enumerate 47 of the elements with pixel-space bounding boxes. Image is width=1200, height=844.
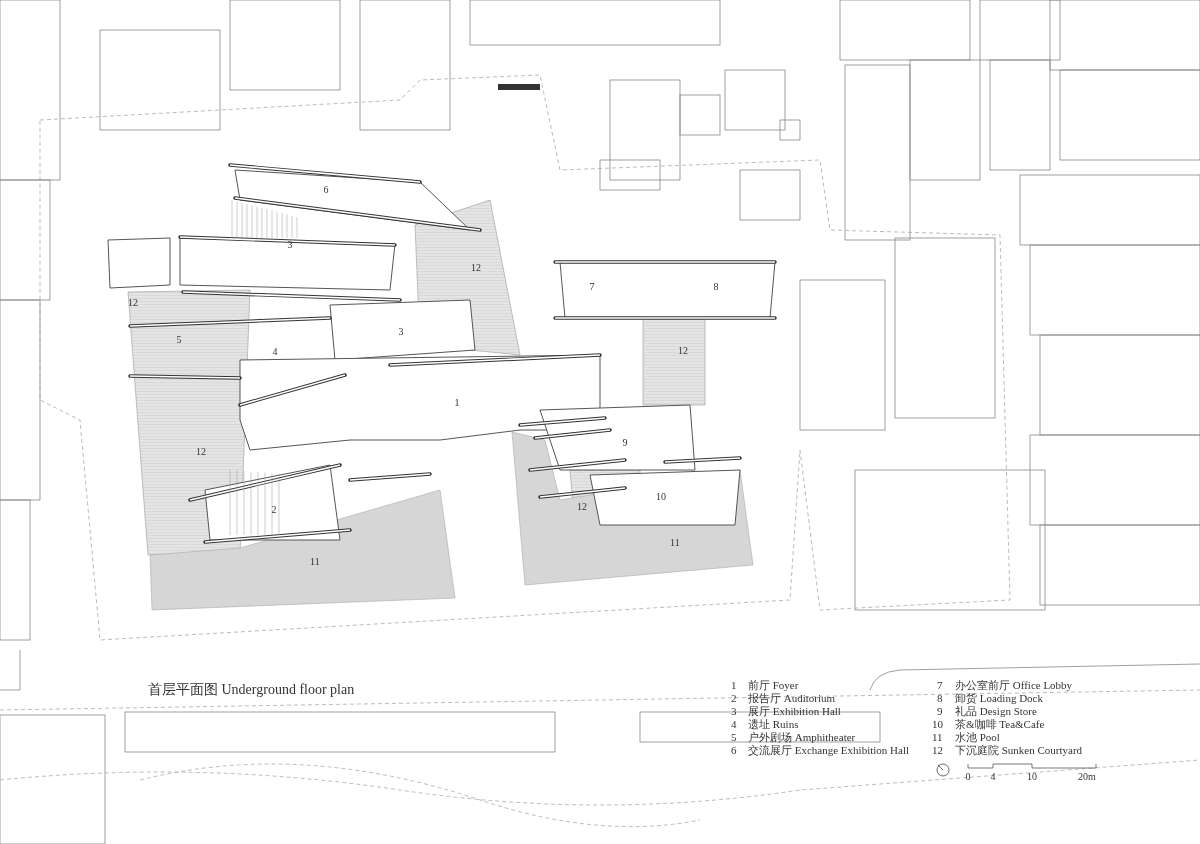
- room-number: 5: [176, 335, 182, 345]
- legend-number: 10: [932, 719, 943, 730]
- room-number: 3: [287, 240, 293, 250]
- scale-label: 20m: [1078, 772, 1096, 782]
- room-number: 8: [713, 282, 719, 292]
- legend-text: 户外剧场 Amphitheater: [748, 732, 856, 743]
- scale-label: 0: [965, 772, 971, 782]
- legend-number: 7: [937, 680, 943, 691]
- legend-number: 5: [731, 732, 737, 743]
- room-number: 10: [656, 492, 666, 502]
- legend-text: 茶&咖啡 Tea&Cafe: [955, 719, 1045, 730]
- legend-text: 报告厅 Auditorium: [748, 693, 836, 704]
- legend-number: 6: [731, 745, 737, 756]
- scale-label: 4: [990, 772, 996, 782]
- legend-text: 办公室前厅 Office Lobby: [955, 680, 1073, 691]
- scale-label: 10: [1027, 772, 1037, 782]
- legend-number: 11: [932, 732, 943, 743]
- legend-text: 礼品 Design Store: [955, 706, 1037, 717]
- legend-text: 遗址 Ruins: [748, 719, 799, 730]
- room-number: 1: [454, 398, 460, 408]
- plan-title: 首层平面图 Underground floor plan: [148, 683, 355, 697]
- legend-number: 4: [731, 719, 737, 730]
- room-number: 12: [128, 298, 138, 308]
- legend-text: 水池 Pool: [955, 732, 1000, 743]
- room-number: 3: [398, 327, 404, 337]
- room-number: 9: [622, 438, 628, 448]
- room-number: 6: [323, 185, 329, 195]
- room-number: 11: [310, 557, 320, 567]
- legend-number: 9: [937, 706, 943, 717]
- legend-text: 交流展厅 Exchange Exhibition Hall: [748, 745, 909, 756]
- legend-text: 前厅 Foyer: [748, 680, 799, 691]
- room-number: 12: [678, 346, 688, 356]
- room-number: 12: [577, 502, 587, 512]
- room-number: 7: [589, 282, 595, 292]
- room-number: 12: [196, 447, 206, 457]
- room-number: 4: [272, 347, 278, 357]
- legend-number: 8: [937, 693, 943, 704]
- legend-number: 1: [731, 680, 737, 691]
- legend-text: 卸货 Loading Dock: [955, 693, 1043, 704]
- legend-number: 3: [731, 706, 737, 717]
- room-number: 11: [670, 538, 680, 548]
- room-number: 2: [271, 505, 277, 515]
- legend-number: 12: [932, 745, 943, 756]
- room-number: 12: [471, 263, 481, 273]
- legend-number: 2: [731, 693, 737, 704]
- legend-text: 下沉庭院 Sunken Courtyard: [955, 745, 1083, 756]
- legend-text: 展厅 Exhibition Hall: [748, 706, 841, 717]
